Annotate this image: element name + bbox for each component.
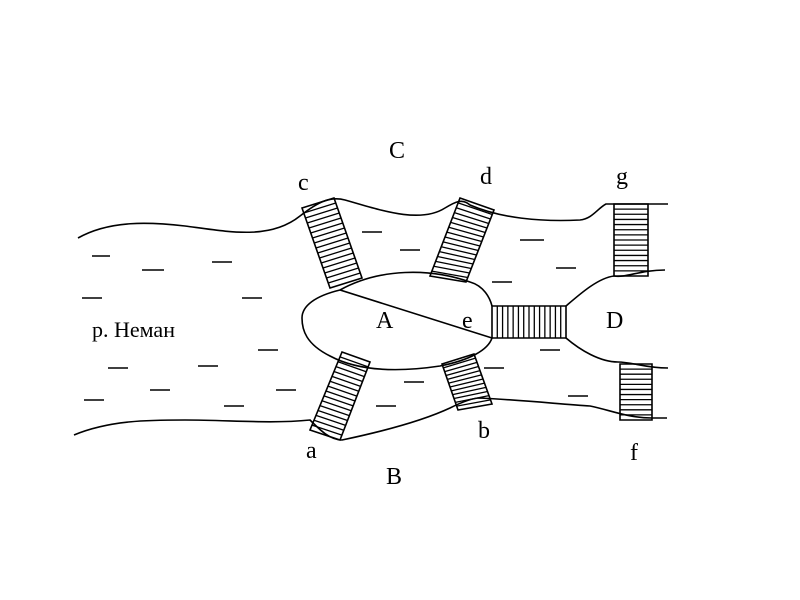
bridge-hatch-line	[447, 370, 481, 380]
bridge-hatch-line	[312, 227, 345, 239]
island-D-shape	[565, 275, 619, 363]
bridge-hatch-line	[323, 395, 354, 407]
bridge-label-d: d	[480, 164, 492, 190]
bridge-hatch-line	[315, 237, 349, 249]
bridge-hatch-line	[443, 357, 476, 369]
bridge-outline	[619, 363, 653, 421]
bridge-hatch-line	[328, 272, 361, 284]
bridge-label-f: f	[630, 440, 638, 466]
bridge-hatch-line	[454, 212, 489, 225]
bridge-hatch-line	[314, 232, 347, 244]
bridge-hatch-line	[439, 250, 475, 261]
bridge-label-e: e	[462, 308, 473, 334]
bridge-hatch-line	[321, 400, 352, 412]
north-bank	[77, 198, 668, 239]
bridge-hatch-line	[317, 242, 350, 254]
bridge-hatch-line	[313, 419, 344, 431]
bridge-hatch-line	[335, 366, 365, 378]
bridge-hatch-line	[445, 365, 479, 377]
bridge-hatch-line	[310, 222, 343, 234]
bridge-hatch-line	[444, 361, 478, 373]
river-banks	[73, 198, 669, 441]
island-A-shape	[301, 271, 494, 371]
river-label: р. Неман	[92, 317, 175, 342]
bridge-hatch-line	[305, 207, 338, 219]
bridge-hatch-line	[437, 255, 474, 265]
bridge-outline	[308, 350, 372, 442]
land-label-B: B	[386, 464, 402, 490]
bridge-hatch-line	[337, 361, 367, 373]
land-label-C: C	[389, 138, 405, 164]
bridge-hatch-line	[308, 217, 342, 229]
land-label-D: D	[606, 308, 623, 334]
bridge-label-b: b	[478, 418, 490, 444]
bridge-hatch-line	[307, 212, 340, 224]
bridge-hatch-line	[433, 265, 470, 274]
island-A	[301, 271, 494, 371]
bridge-hatch-line	[456, 207, 491, 220]
bridge-hatch-line	[329, 380, 359, 392]
bridge-hatch-line	[448, 374, 482, 384]
bridge-hatch-line	[331, 375, 361, 387]
bridge-hatch-line	[446, 231, 482, 243]
bridge-outline	[300, 197, 364, 289]
bridge-label-a: a	[306, 438, 317, 464]
bridge-hatch-line	[448, 226, 484, 238]
bridge-hatch-line	[315, 414, 346, 426]
bridge-d	[428, 196, 496, 283]
bridge-hatch-line	[333, 370, 363, 383]
bridges	[300, 196, 653, 442]
bridge-b	[440, 353, 494, 411]
bridge-f	[619, 363, 653, 421]
inner-lower-bank	[617, 361, 669, 369]
bridge-e	[491, 305, 567, 339]
bridge-hatch-line	[457, 202, 493, 216]
bridge-hatch-line	[444, 236, 481, 247]
bridge-hatch-line	[317, 409, 348, 422]
bridge-hatch-line	[442, 241, 479, 252]
bridge-hatch-line	[441, 246, 477, 256]
bridge-hatch-line	[452, 216, 488, 229]
bridge-hatch-line	[327, 385, 358, 397]
land-label-A: A	[376, 308, 394, 334]
bridge-outline	[613, 203, 649, 277]
bridge-g	[613, 203, 649, 277]
bridge-label-g: g	[616, 164, 628, 190]
bridge-hatch-line	[319, 405, 350, 417]
bridge-hatch-line	[339, 356, 369, 368]
bridge-hatch-line	[435, 260, 472, 270]
bridge-hatch-line	[453, 390, 488, 400]
island-D	[565, 275, 619, 363]
bridge-hatch-line	[325, 390, 356, 402]
bridge-hatch-line	[452, 386, 487, 396]
bridge-hatch-line	[303, 202, 336, 214]
bridge-a	[308, 350, 372, 442]
bridge-hatch-line	[449, 378, 484, 388]
bridge-hatch-line	[455, 395, 490, 403]
bridge-outline	[491, 305, 567, 339]
bridge-outline	[428, 196, 496, 283]
bridge-c	[300, 197, 364, 289]
bridge-hatch-line	[324, 262, 357, 274]
bridge-hatch-line	[456, 399, 491, 407]
bridge-label-c: c	[298, 170, 309, 196]
water-dashes	[82, 231, 588, 407]
bridge-hatch-line	[322, 257, 356, 269]
bridge-hatch-line	[450, 221, 486, 234]
bridge-hatch-line	[321, 252, 354, 264]
south-bank	[73, 397, 667, 441]
bridge-hatch-line	[451, 382, 485, 392]
bridge-hatch-line	[319, 247, 352, 259]
bridge-hatch-line	[326, 267, 359, 279]
bridge-hatch-line	[311, 424, 343, 436]
bridge-hatch-line	[431, 270, 468, 279]
